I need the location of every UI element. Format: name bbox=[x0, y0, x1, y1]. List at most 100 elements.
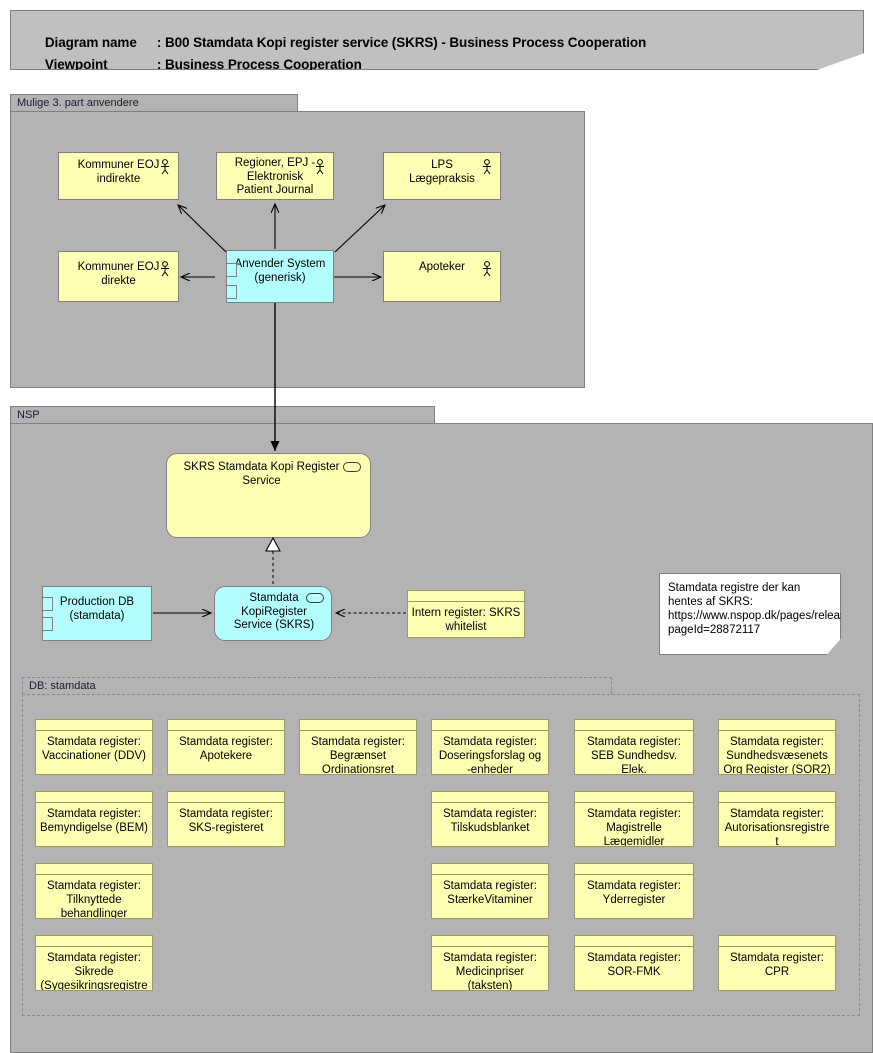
register-box[interactable]: Stamdata register: SOR-FMK bbox=[574, 935, 694, 991]
register-label: Stamdata register: Yderregister bbox=[587, 880, 681, 906]
register-label: Stamdata register: SEB Sundhedsv. Elek. … bbox=[587, 736, 681, 775]
register-header-band bbox=[408, 591, 524, 602]
register-label: Stamdata register: Sundhedsvæsenets Org … bbox=[723, 736, 831, 775]
register-label: Stamdata register: Magistrelle Lægemidle… bbox=[587, 808, 681, 847]
register-box[interactable]: Stamdata register: Sikrede (Sygesikrings… bbox=[35, 935, 153, 991]
register-label: Stamdata register: Autorisationsregistre… bbox=[724, 808, 830, 847]
actor-icon bbox=[483, 159, 491, 175]
service-pill-icon bbox=[343, 462, 361, 472]
register-label: Stamdata register: SKS-registeret bbox=[179, 808, 273, 834]
element-label: SKRS Stamdata Kopi Register Service bbox=[183, 461, 340, 487]
element-regioner-epj[interactable]: Regioner, EPJ - Elektronisk Patient Jour… bbox=[216, 152, 334, 200]
element-label: Anvender System (generisk) bbox=[234, 258, 326, 284]
element-kommuner-eoj-indirekte[interactable]: Kommuner EOJ indirekte bbox=[58, 152, 179, 200]
diagram-name-value: : B00 Stamdata Kopi register service (SK… bbox=[156, 35, 647, 50]
element-label: Kommuner EOJ direkte bbox=[77, 261, 160, 287]
viewpoint-key: Viewpoint bbox=[44, 57, 108, 72]
register-label: Stamdata register: Begrænset Ordinations… bbox=[311, 736, 405, 775]
viewpoint-value: : Business Process Cooperation bbox=[156, 57, 362, 72]
element-stamdata-kopiregister-service[interactable]: Stamdata KopiRegister Service (SKRS) bbox=[214, 586, 332, 641]
diagram-name-key: Diagram name bbox=[44, 35, 137, 50]
register-header-band bbox=[432, 864, 548, 875]
register-label: Stamdata register: StærkeVitaminer bbox=[443, 880, 537, 906]
register-box[interactable]: Stamdata register: Tilskudsblanket bbox=[431, 791, 549, 847]
group-third-party: Mulige 3. part anvendere bbox=[10, 94, 585, 388]
actor-icon bbox=[483, 261, 491, 277]
group-third-party-label: Mulige 3. part anvendere bbox=[10, 94, 298, 111]
element-lps-laegepraksis[interactable]: LPS Lægepraksis bbox=[383, 152, 501, 200]
register-header-band bbox=[168, 792, 284, 803]
register-label: Stamdata register: Tilskudsblanket bbox=[443, 808, 537, 834]
register-box[interactable]: Stamdata register: Sundhedsvæsenets Org … bbox=[718, 719, 836, 775]
element-skrs-stamdata-kopi-register-service[interactable]: SKRS Stamdata Kopi Register Service bbox=[166, 453, 371, 538]
element-intern-register-skrs-whitelist[interactable]: Intern register: SKRS whitelist bbox=[407, 590, 525, 638]
element-apoteker[interactable]: Apoteker bbox=[383, 251, 501, 302]
register-box[interactable]: Stamdata register: StærkeVitaminer bbox=[431, 863, 549, 919]
register-box[interactable]: Stamdata register: SKS-registeret bbox=[167, 791, 285, 847]
register-header-band bbox=[168, 720, 284, 731]
register-header-band bbox=[719, 720, 835, 731]
actor-icon bbox=[316, 159, 324, 175]
register-box[interactable]: Stamdata register: CPR bbox=[718, 935, 836, 991]
diagram-name-line: Diagram name : B00 Stamdata Kopi register… bbox=[23, 20, 646, 65]
element-label: Regioner, EPJ - Elektronisk Patient Jour… bbox=[234, 157, 316, 196]
register-box[interactable]: Stamdata register: Apotekere bbox=[167, 719, 285, 775]
register-box[interactable]: Stamdata register: Vaccinationer (DDV) bbox=[35, 719, 153, 775]
register-header-band bbox=[575, 864, 693, 875]
element-production-db[interactable]: Production DB (stamdata) bbox=[42, 586, 152, 641]
group-nsp-label: NSP bbox=[10, 406, 435, 423]
register-label: Stamdata register: Tilknyttede behandlin… bbox=[47, 880, 141, 919]
register-label: Stamdata register: CPR bbox=[730, 952, 824, 978]
group-db-stamdata-label: DB: stamdata bbox=[22, 677, 612, 694]
actor-icon bbox=[161, 261, 169, 277]
element-label: Production DB (stamdata) bbox=[59, 596, 135, 622]
register-label: Stamdata register: Medicinpriser (takste… bbox=[443, 952, 537, 991]
register-label: Stamdata register: Doseringsforslag og -… bbox=[438, 736, 542, 775]
register-header-band bbox=[432, 792, 548, 803]
diagram-header-banner: Diagram name : B00 Stamdata Kopi register… bbox=[10, 10, 864, 70]
element-label: Apoteker bbox=[418, 261, 466, 273]
element-anvender-system[interactable]: Anvender System (generisk) bbox=[226, 250, 334, 303]
element-label: Intern register: SKRS whitelist bbox=[411, 607, 521, 633]
component-tabs-icon bbox=[227, 263, 237, 277]
register-box[interactable]: Stamdata register: Bemyndigelse (BEM) bbox=[35, 791, 153, 847]
register-header-band bbox=[36, 936, 152, 947]
register-box[interactable]: Stamdata register: Autorisationsregistre… bbox=[718, 791, 836, 847]
register-header-band bbox=[300, 720, 416, 731]
register-box[interactable]: Stamdata register: Doseringsforslag og -… bbox=[431, 719, 549, 775]
register-header-band bbox=[575, 720, 693, 731]
register-box[interactable]: Stamdata register: Tilknyttede behandlin… bbox=[35, 863, 153, 919]
viewpoint-line: Viewpoint : Business Process Cooperation bbox=[23, 42, 362, 72]
register-box[interactable]: Stamdata register: Magistrelle Lægemidle… bbox=[574, 791, 694, 847]
register-box[interactable]: Stamdata register: SEB Sundhedsv. Elek. … bbox=[574, 719, 694, 775]
register-box[interactable]: Stamdata register: Begrænset Ordinations… bbox=[299, 719, 417, 775]
actor-icon bbox=[161, 159, 169, 175]
element-label: LPS Lægepraksis bbox=[409, 159, 475, 185]
element-label: Stamdata KopiRegister Service (SKRS) bbox=[233, 592, 315, 631]
note-stamdata-registre-link: Stamdata registre der kan hentes af SKRS… bbox=[659, 573, 841, 655]
component-tabs-icon bbox=[227, 285, 237, 299]
register-label: Stamdata register: SOR-FMK bbox=[587, 952, 681, 978]
register-label: Stamdata register: Sikrede (Sygesikrings… bbox=[40, 952, 148, 991]
component-tabs-icon bbox=[43, 597, 53, 611]
register-header-band bbox=[432, 720, 548, 731]
group-db-stamdata-body bbox=[22, 694, 860, 1016]
register-header-band bbox=[36, 864, 152, 875]
register-box[interactable]: Stamdata register: Medicinpriser (takste… bbox=[431, 935, 549, 991]
register-header-band bbox=[719, 792, 835, 803]
service-pill-icon bbox=[306, 593, 324, 603]
register-header-band bbox=[575, 936, 693, 947]
register-header-band bbox=[36, 792, 152, 803]
element-label: Kommuner EOJ indirekte bbox=[77, 159, 160, 185]
register-header-band bbox=[719, 936, 835, 947]
element-kommuner-eoj-direkte[interactable]: Kommuner EOJ direkte bbox=[58, 251, 179, 302]
register-header-band bbox=[432, 936, 548, 947]
register-label: Stamdata register: Apotekere bbox=[179, 736, 273, 762]
register-box[interactable]: Stamdata register: Yderregister bbox=[574, 863, 694, 919]
component-tabs-icon bbox=[43, 617, 53, 631]
register-header-band bbox=[575, 792, 693, 803]
register-header-band bbox=[36, 720, 152, 731]
register-label: Stamdata register: Bemyndigelse (BEM) bbox=[39, 808, 148, 834]
register-label: Stamdata register: Vaccinationer (DDV) bbox=[42, 736, 146, 762]
